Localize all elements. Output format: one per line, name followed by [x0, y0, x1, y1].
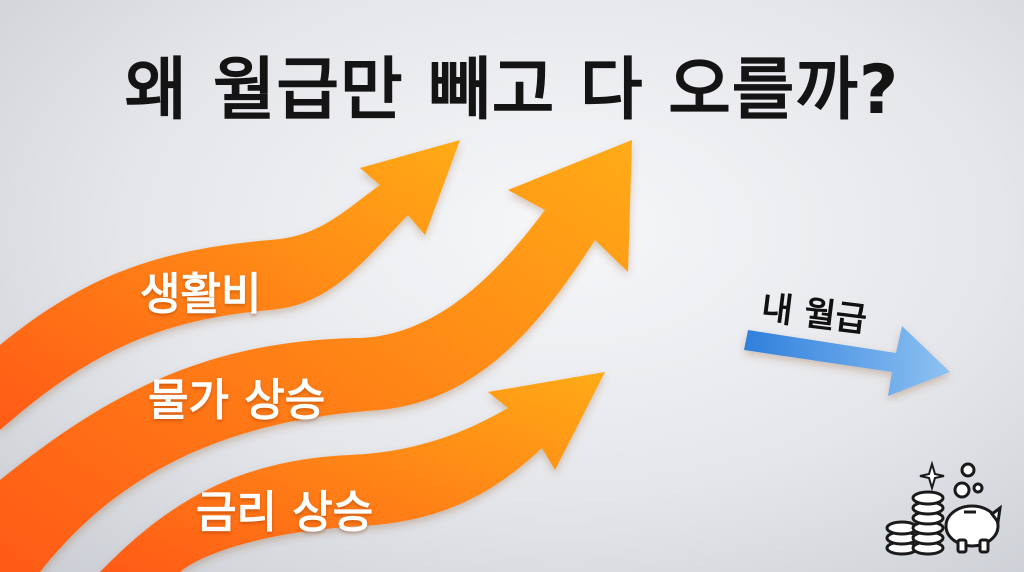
headline: 왜 월급만 빼고 다 오를까?	[124, 51, 900, 130]
arrow-label-interest-rise: 금리 상승	[196, 487, 374, 538]
interest-rise-arrow	[100, 372, 605, 572]
sparkle-icon	[919, 460, 945, 492]
arrow-label-price-rise: 물가 상승	[148, 375, 326, 426]
price-rise-arrow	[0, 140, 632, 572]
arrow-label-living-cost: 생활비	[140, 269, 262, 320]
coins-piggy-bank-icon	[885, 460, 1002, 556]
living-cost-arrow	[0, 140, 460, 430]
salary-arrow	[744, 326, 950, 396]
